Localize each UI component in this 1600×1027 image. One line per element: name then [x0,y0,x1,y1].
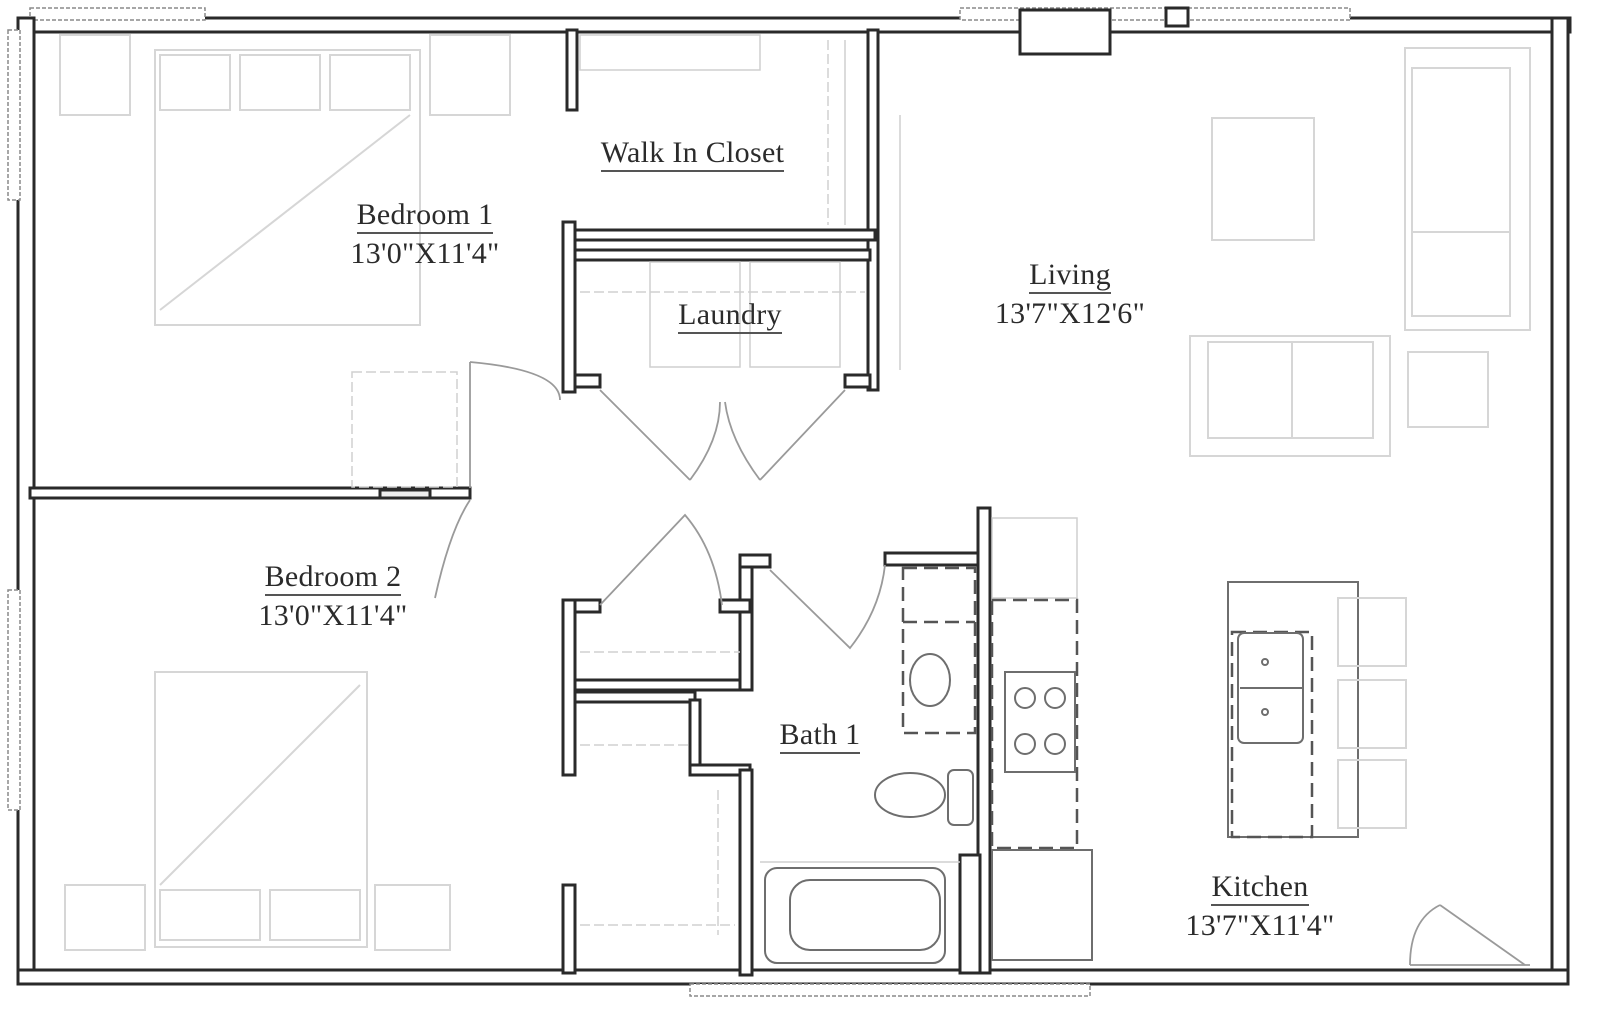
room-label-kitchen: Kitchen 13'7"X11'4" [1175,872,1345,941]
exterior-walls [7,6,1572,997]
room-name: Bedroom 1 [356,200,494,234]
lower-closet-shelving [580,651,740,935]
room-name: Bedroom 2 [264,562,402,596]
room-dimensions: 13'0"X11'4" [350,237,500,270]
walkin-closet-shelving [579,34,846,225]
room-dimensions: 13'7"X12'6" [994,297,1146,330]
room-label-living: Living 13'7"X12'6" [985,260,1155,329]
room-label-laundry: Laundry [660,300,800,334]
room-name: Living [1029,260,1111,294]
room-label-bedroom1: Bedroom 1 13'0"X11'4" [330,200,520,269]
room-dimensions: 13'7"X11'4" [1185,909,1335,942]
room-dimensions: 13'0"X11'4" [258,599,408,632]
room-name: Bath 1 [779,720,861,754]
interior-walls [28,28,992,977]
bedroom2-furniture [64,671,451,951]
living-furniture [899,47,1531,457]
room-label-walkin-closet: Walk In Closet [575,138,810,172]
laundry-appliances [580,261,865,368]
bedroom1-furniture [59,34,511,488]
room-name: Laundry [678,300,782,334]
room-label-bath1: Bath 1 [765,720,875,754]
kitchen-fixtures [990,517,1407,961]
door-swings [434,361,1530,966]
bath-fixtures [760,566,977,964]
room-name: Walk In Closet [600,138,785,172]
room-label-bedroom2: Bedroom 2 13'0"X11'4" [238,562,428,631]
room-name: Kitchen [1211,872,1309,906]
